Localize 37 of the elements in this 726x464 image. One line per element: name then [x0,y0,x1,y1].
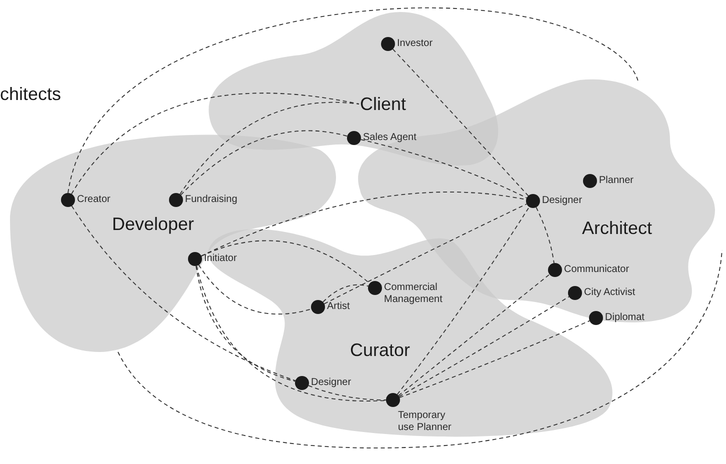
role-label: Initiator [204,253,238,265]
dashed-connector [392,48,529,196]
dashed-connector [308,385,386,400]
dashed-connector [200,240,370,284]
role-label: Communicator [564,264,630,276]
dashed-connector [198,264,312,315]
dashed-connector [322,284,369,302]
role-label: Temporary use Planner [398,410,452,434]
dashed-connector [196,265,296,382]
role-label: Creator [77,194,112,206]
dashed-connector [398,274,550,396]
heading-text: chitects [0,85,62,103]
dashed-connector [71,205,296,382]
dashed-connector [179,102,360,195]
dashed-connector [196,265,386,402]
role-label: Commercial Management [384,282,444,306]
role-label: City Activist [584,287,636,299]
region-label: Architect [582,219,652,237]
dashed-connector [398,296,570,397]
role-label: Designer [311,377,352,389]
role-label: Artist [327,301,351,313]
dashed-connector [324,204,528,304]
dashed-connector [180,130,348,196]
dashed-connector [360,139,528,198]
role-label: Sales Agent [363,132,418,144]
dashed-connector [396,206,530,395]
region-label: Developer [112,215,194,233]
role-label: Designer [542,195,584,207]
dashed-connector [399,320,590,398]
region-label: Curator [350,341,410,359]
role-label: Fundraising [185,194,238,206]
role-label: Investor [397,38,434,50]
role-label: Planner [599,175,634,187]
region-label: Client [360,95,406,113]
dashed-connector [71,92,360,194]
role-label: Diplomat [605,312,646,324]
dashed-connector [536,206,554,264]
